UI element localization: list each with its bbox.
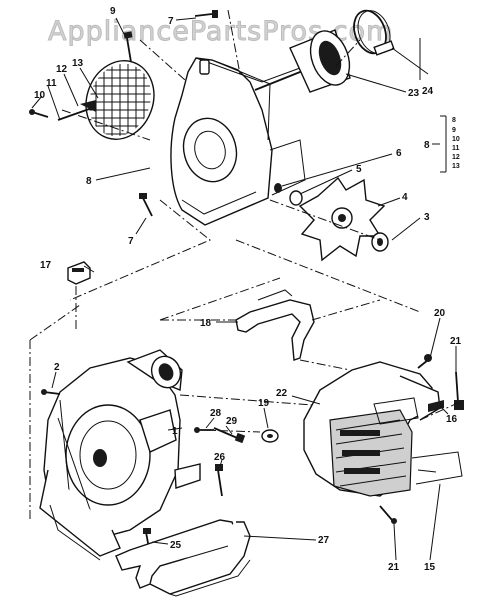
bracket <box>235 289 315 361</box>
callout-1: 1 <box>172 426 178 437</box>
kit-item: 11 <box>452 145 460 152</box>
screw-29 <box>213 427 246 444</box>
callout-21-right: 21 <box>450 336 462 347</box>
callout-26: 26 <box>214 452 226 463</box>
clip-16 <box>428 400 444 412</box>
handle <box>115 519 251 597</box>
callout-22: 22 <box>276 388 288 399</box>
kit-item: 12 <box>452 154 460 161</box>
callout-21-bottom: 21 <box>388 562 400 573</box>
callout-6: 6 <box>396 148 402 159</box>
filter-plate <box>411 451 463 485</box>
callout-10: 10 <box>34 90 46 101</box>
kit-item: 13 <box>452 163 460 170</box>
callout-23: 23 <box>408 88 420 99</box>
callout-11: 11 <box>46 78 57 89</box>
callout-18: 18 <box>200 318 212 329</box>
callout-20: 20 <box>434 308 446 319</box>
screw-10 <box>29 109 49 118</box>
nut-7 <box>199 59 210 75</box>
callout-16: 16 <box>446 414 458 425</box>
screw-2 <box>41 389 61 395</box>
screw-7-top <box>194 10 218 18</box>
callout-13: 13 <box>72 58 84 69</box>
kit-item: 8 <box>452 117 456 124</box>
callout-29: 29 <box>226 416 238 427</box>
screw-7-left <box>139 193 153 217</box>
leader-lines <box>31 17 457 561</box>
kit-item: 10 <box>452 136 460 143</box>
washer-19 <box>261 429 279 443</box>
outlet-tube <box>289 29 351 93</box>
callout-4: 4 <box>402 192 408 203</box>
washer-5 <box>274 183 303 206</box>
callout-9: 9 <box>110 6 116 17</box>
callout-2: 2 <box>54 362 60 373</box>
callout-17: 17 <box>40 260 52 271</box>
screw-21-bottom <box>379 505 397 524</box>
clip-12 <box>80 100 96 112</box>
callout-27: 27 <box>318 535 330 546</box>
side-cover <box>303 361 441 497</box>
callout-8-housing: 8 <box>86 176 92 187</box>
callout-12: 12 <box>56 64 68 75</box>
impeller-hub <box>371 232 389 252</box>
lower-blower-housing <box>39 349 201 561</box>
screw-9 <box>123 31 133 63</box>
hose-clamp <box>353 9 395 56</box>
callout-7-top: 7 <box>168 16 174 27</box>
callout-28: 28 <box>210 408 222 419</box>
kit-part-list: 8 9 10 11 12 13 <box>452 117 460 170</box>
callout-8-kit: 8 <box>424 140 430 151</box>
part-17 <box>67 261 91 285</box>
callout-15: 15 <box>424 562 436 573</box>
screw-26 <box>215 464 223 497</box>
callout-7-left: 7 <box>128 236 134 247</box>
callout-24: 24 <box>422 86 434 97</box>
screw-21-right <box>454 371 464 410</box>
callout-3: 3 <box>424 212 430 223</box>
screw-20 <box>417 354 432 369</box>
impeller <box>298 176 386 262</box>
intake-grille <box>85 60 155 140</box>
upper-blower-housing <box>170 57 313 226</box>
callout-19: 19 <box>258 398 270 409</box>
callout-5: 5 <box>356 164 362 175</box>
kit-item: 9 <box>452 127 456 134</box>
callout-25: 25 <box>170 540 182 551</box>
